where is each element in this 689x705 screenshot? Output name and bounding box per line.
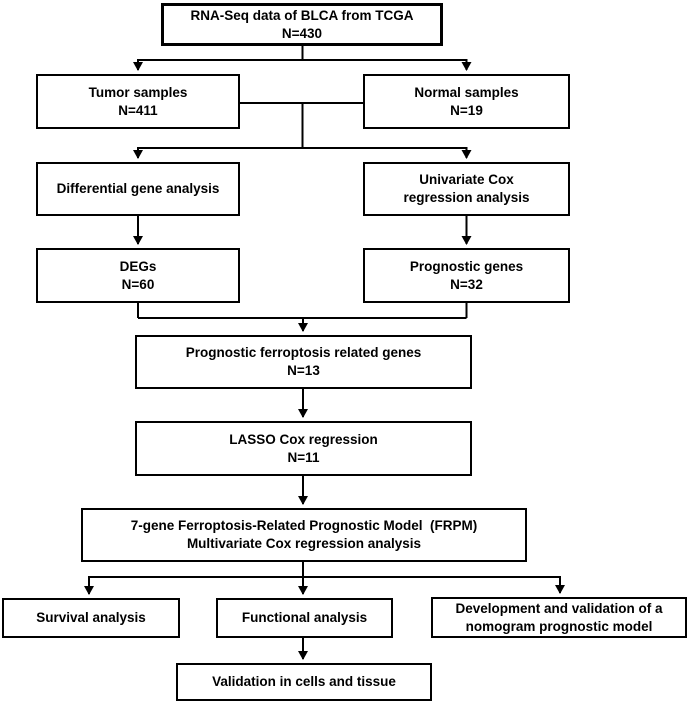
node-count: N=13: [287, 363, 320, 378]
node-count: N=411: [118, 102, 158, 118]
node-label: Multivariate Cox regression analysis: [186, 536, 422, 551]
node-count: N=430: [281, 25, 323, 41]
node-count: N=11: [287, 449, 320, 465]
node-differential-gene-analysis: Differential gene analysis: [36, 162, 240, 216]
node-ferroptosis-related-genes: Prognostic ferroptosis related genes N=1…: [135, 335, 472, 389]
node-nomogram-model: Development and validation of a nomogram…: [431, 597, 687, 638]
node-label: Development and validation of a: [455, 600, 663, 616]
node-survival-analysis: Survival analysis: [2, 598, 180, 638]
node-label: RNA-Seq data of BLCA from TCGA: [190, 7, 414, 23]
node-validation-cells-tissue: Validation in cells and tissue: [176, 663, 432, 701]
node-label: Prognostic genes: [409, 258, 524, 274]
node-functional-analysis: Functional analysis: [216, 598, 393, 638]
node-lasso-cox: LASSO Cox regression N=11: [135, 421, 472, 476]
node-label: Univariate Cox: [419, 172, 514, 187]
node-label: regression analysis: [403, 190, 530, 205]
node-label: Normal samples: [414, 84, 519, 100]
node-label: Validation in cells and tissue: [212, 674, 396, 689]
node-label: Functional analysis: [241, 610, 368, 625]
node-label: Survival analysis: [36, 610, 146, 625]
node-label: nomogram prognostic model: [465, 618, 653, 634]
node-tumor-samples: Tumor samples N=411: [36, 74, 240, 129]
node-count: N=32: [450, 276, 483, 292]
node-label: LASSO Cox regression: [229, 431, 378, 447]
node-label: DEGs: [119, 258, 157, 274]
node-frpm-model: 7-gene Ferroptosis-Related Prognostic Mo…: [81, 508, 527, 562]
node-label: 7-gene Ferroptosis-Related Prognostic Mo…: [130, 518, 478, 533]
node-normal-samples: Normal samples N=19: [363, 74, 570, 129]
node-count: N=60: [121, 276, 155, 292]
node-count: N=19: [450, 102, 483, 118]
node-label: Differential gene analysis: [56, 181, 220, 196]
node-prognostic-genes: Prognostic genes N=32: [363, 248, 570, 303]
node-degs: DEGs N=60: [36, 248, 240, 303]
node-label: Prognostic ferroptosis related genes: [185, 345, 422, 360]
node-univariate-cox: Univariate Cox regression analysis: [363, 162, 570, 216]
node-rnaseq-tcga: RNA-Seq data of BLCA from TCGA N=430: [161, 3, 443, 46]
node-label: Tumor samples: [88, 84, 188, 100]
